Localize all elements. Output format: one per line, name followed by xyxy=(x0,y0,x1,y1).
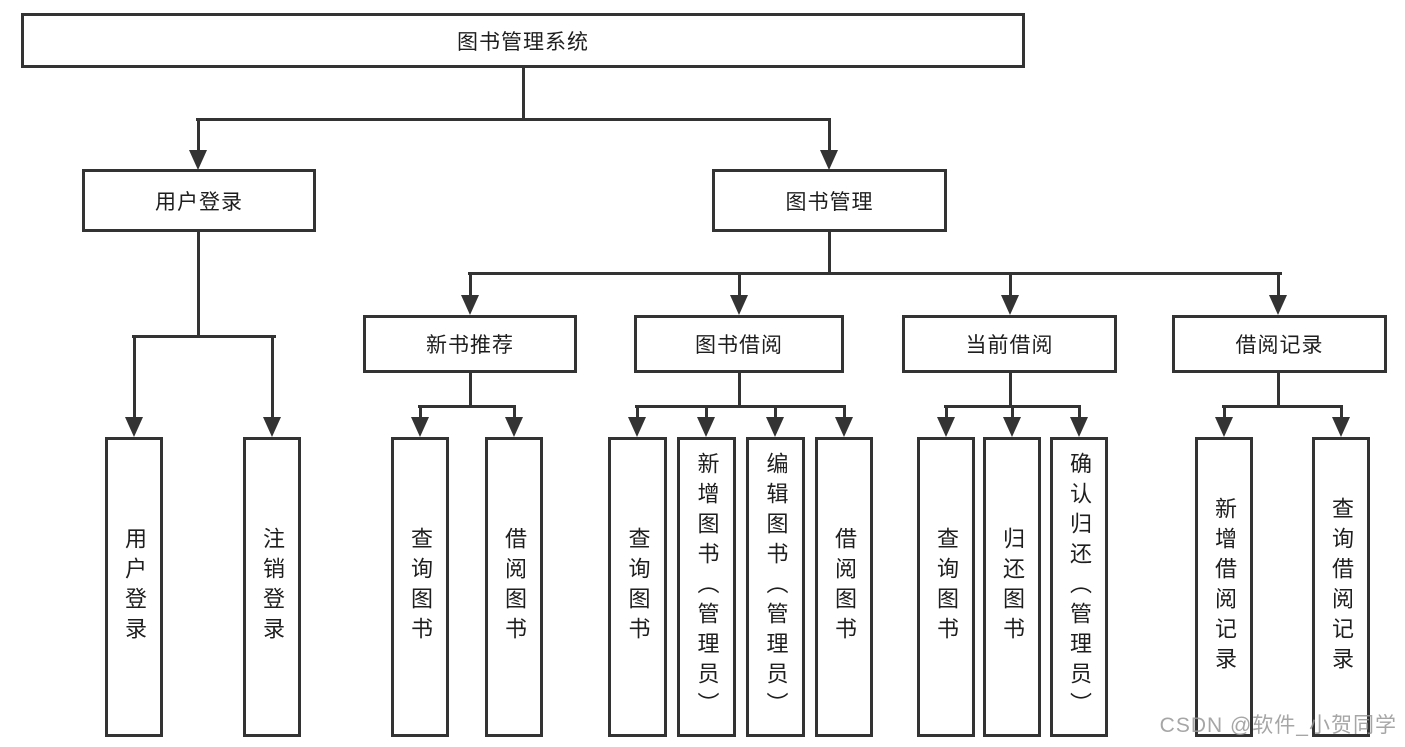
connector-line xyxy=(1222,405,1343,408)
node-label: 图书借阅 xyxy=(695,334,783,357)
arrowhead-down-icon xyxy=(697,405,715,437)
arrowhead-down-icon xyxy=(1269,272,1287,315)
connector-line xyxy=(132,335,276,338)
connector-line xyxy=(635,405,846,408)
node-label: 借阅图书 xyxy=(502,527,527,647)
node-label: 借阅记录 xyxy=(1235,334,1324,357)
arrowhead-down-icon xyxy=(1001,272,1019,315)
node-label: 注销登录 xyxy=(260,527,285,647)
leaf-borrow-books-recommend: 借阅图书 xyxy=(485,437,543,737)
connector-line xyxy=(737,373,741,407)
leaf-confirm-return-admin: 确认归还（管理员） xyxy=(1050,437,1108,737)
connector-line xyxy=(1276,373,1280,407)
watermark: CSDN @软件_小贺同学 xyxy=(1159,714,1397,737)
leaf-query-books-borrowing: 查询图书 xyxy=(608,437,667,737)
connector-line xyxy=(827,232,831,274)
node-current-borrowing: 当前借阅 xyxy=(902,315,1117,373)
leaf-add-books-admin: 新增图书（管理员） xyxy=(677,437,736,737)
arrowhead-down-icon xyxy=(1003,405,1021,437)
arrowhead-down-icon xyxy=(1215,405,1233,437)
arrowhead-down-icon xyxy=(835,405,853,437)
node-label: 归还图书 xyxy=(1000,527,1025,647)
arrowhead-down-icon xyxy=(411,405,429,437)
node-user-login: 用户登录 xyxy=(82,169,316,232)
leaf-user-login: 用户登录 xyxy=(105,437,163,737)
node-new-book-recommend: 新书推荐 xyxy=(363,315,577,373)
node-label: 新增图书（管理员） xyxy=(694,452,720,722)
arrowhead-down-icon xyxy=(1332,405,1350,437)
leaf-return-books: 归还图书 xyxy=(983,437,1041,737)
arrowhead-down-icon xyxy=(730,272,748,315)
node-label: 查询借阅记录 xyxy=(1329,497,1354,677)
arrowhead-down-icon xyxy=(1070,405,1088,437)
arrowhead-down-icon xyxy=(125,335,143,437)
node-book-management: 图书管理 xyxy=(712,169,947,232)
node-label: 查询图书 xyxy=(408,527,433,647)
node-label: 新书推荐 xyxy=(426,334,514,357)
node-label: 确认归还（管理员） xyxy=(1067,452,1092,722)
arrowhead-down-icon xyxy=(505,405,523,437)
arrowhead-down-icon xyxy=(461,272,479,315)
node-label: 借阅图书 xyxy=(832,527,857,647)
node-label: 图书管理系统 xyxy=(457,30,589,54)
arrowhead-down-icon xyxy=(263,335,281,437)
leaf-query-books-recommend: 查询图书 xyxy=(391,437,449,737)
node-label: 新增借阅记录 xyxy=(1212,497,1237,677)
arrowhead-down-icon xyxy=(937,405,955,437)
leaf-edit-books-admin: 编辑图书（管理员） xyxy=(746,437,805,737)
node-borrowing-records: 借阅记录 xyxy=(1172,315,1387,373)
connector-line xyxy=(468,272,1282,275)
connector-line xyxy=(521,68,525,121)
connector-line xyxy=(196,232,200,337)
connector-line xyxy=(196,118,831,121)
node-label: 图书管理 xyxy=(785,190,874,214)
arrowhead-down-icon xyxy=(628,405,646,437)
arrowhead-down-icon xyxy=(766,405,784,437)
connector-line xyxy=(418,405,516,408)
node-library-management-system: 图书管理系统 xyxy=(21,13,1025,68)
leaf-logout: 注销登录 xyxy=(243,437,301,737)
arrowhead-down-icon xyxy=(820,118,838,170)
arrowhead-down-icon xyxy=(189,118,207,170)
node-book-borrowing: 图书借阅 xyxy=(634,315,844,373)
connector-line xyxy=(1008,373,1012,407)
node-label: 查询图书 xyxy=(934,527,959,647)
leaf-query-books-current: 查询图书 xyxy=(917,437,975,737)
leaf-add-borrowing-record: 新增借阅记录 xyxy=(1195,437,1253,737)
node-label: 查询图书 xyxy=(625,527,651,647)
leaf-borrow-books: 借阅图书 xyxy=(815,437,873,737)
node-label: 用户登录 xyxy=(122,527,147,647)
leaf-query-borrowing-record: 查询借阅记录 xyxy=(1312,437,1370,737)
node-label: 编辑图书（管理员） xyxy=(763,452,789,722)
node-label: 用户登录 xyxy=(155,190,243,214)
connector-line xyxy=(468,373,472,407)
node-label: 当前借阅 xyxy=(965,334,1054,357)
